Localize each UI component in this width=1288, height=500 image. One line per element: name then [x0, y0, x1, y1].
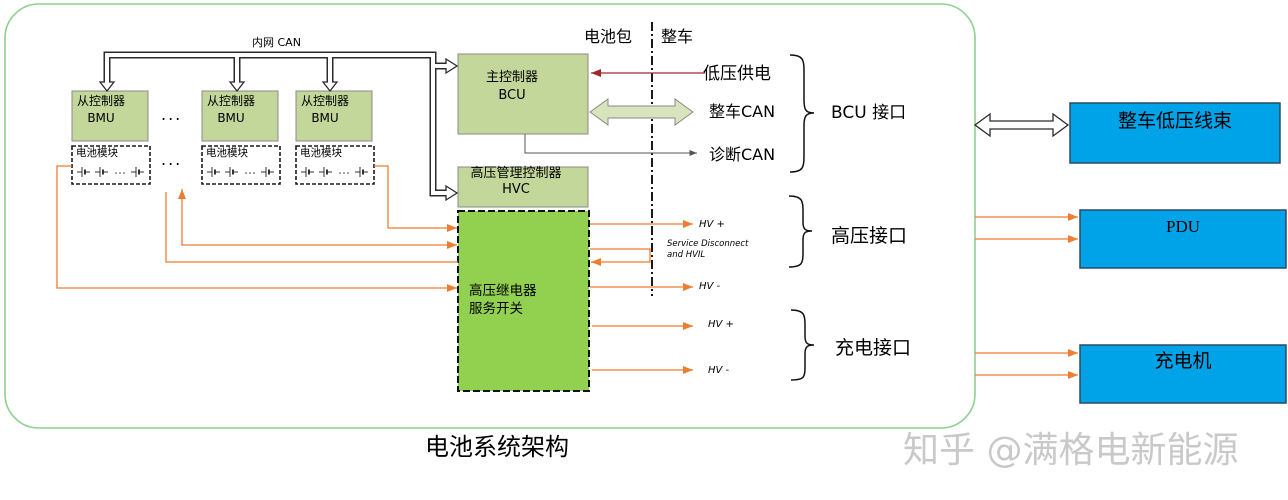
can-arrow-hvc: [445, 184, 459, 202]
hv-line-return: [178, 189, 457, 249]
charging-interface-label: 充电接口: [835, 337, 912, 359]
hv-line-chain: [165, 192, 458, 263]
hv-plus-label: HV +: [699, 219, 725, 230]
hv-line-module-1: [56, 165, 457, 292]
battery-module-2-label: 电池模块: [206, 147, 248, 159]
battery-module-1-label: 电池模块: [76, 147, 118, 159]
bcu-interface-brace: [789, 54, 815, 173]
diagnostic-can-label: 诊断CAN: [709, 145, 776, 164]
slave-controller-box-1: [71, 90, 149, 142]
hv-line-module-3: [374, 165, 457, 232]
relay-unit-line-1: 高压继电器: [469, 283, 537, 299]
slave-controller-3-code: BMU: [311, 111, 339, 125]
hv-controller-name: 高压管理控制器: [470, 166, 562, 181]
slave-controller-1-name: 从控制器: [76, 94, 125, 108]
slave-controller-ellipsis: ...: [161, 105, 183, 124]
charger-box: [1079, 344, 1287, 404]
can-arrow-bmu-1: [98, 81, 116, 93]
battery-module-box-2: [201, 145, 281, 185]
vehicle-harness-box: [1069, 102, 1281, 164]
charger-label: 充电机: [1154, 350, 1212, 372]
low-voltage-supply-label: 低压供电: [703, 64, 771, 84]
vehicle-zone-label: 整车: [661, 27, 694, 46]
slave-controller-2-name: 从控制器: [206, 94, 255, 108]
hv-interface-label: 高压接口: [831, 225, 908, 247]
master-controller-box: [457, 53, 589, 135]
hv-controller-box: [457, 166, 589, 208]
slave-controller-3-name: 从控制器: [300, 94, 349, 108]
hv-interface-brace: [788, 195, 813, 268]
vehicle-can-label: 整车CAN: [709, 102, 776, 121]
battery-module-box-1: [71, 145, 151, 185]
battery-module-ellipsis: ...: [161, 150, 183, 169]
pdu-box: [1079, 209, 1287, 269]
charge-hv-plus-label: HV +: [708, 319, 734, 330]
relay-unit-box: [457, 210, 590, 392]
hv-minus-label: HV -: [699, 281, 721, 292]
bcu-interface-label: BCU 接口: [831, 103, 907, 123]
battery-pack-zone-label: 电池包: [584, 27, 633, 46]
charging-interface-brace: [790, 309, 815, 381]
pdu-label: PDU: [1165, 217, 1200, 236]
service-disconnect-loop: [590, 248, 651, 266]
harness-double-arrow: [973, 112, 1070, 138]
diagram-title: 电池系统架构: [425, 433, 569, 461]
can-arrow-bcu: [445, 57, 459, 75]
service-disconnect-label: Service Disconnect: [667, 239, 749, 249]
master-controller-name: 主控制器: [485, 70, 538, 85]
master-controller-code: BCU: [498, 88, 526, 103]
vehicle-harness-label: 整车低压线束: [1117, 110, 1232, 132]
battery-module-3-label: 电池模块: [300, 147, 342, 159]
can-arrow-bmu-3: [321, 81, 339, 93]
diagnostic-can-line: [524, 134, 697, 156]
hv-controller-code: HVC: [502, 182, 530, 197]
internal-can-arrowheads: [98, 57, 459, 202]
slave-controller-1-code: BMU: [87, 111, 115, 125]
charge-hv-minus-label: HV -: [708, 365, 730, 376]
battery-module-box-3: [295, 145, 375, 185]
slave-controller-2-code: BMU: [217, 111, 245, 125]
internal-can-label: 内网 CAN: [252, 36, 301, 49]
relay-unit-line-2: 服务开关: [469, 301, 523, 317]
service-disconnect-label-2: and HVIL: [667, 250, 706, 260]
slave-controller-box-2: [201, 90, 279, 142]
slave-controller-box-3: [295, 90, 373, 142]
battery-pack-frame: [4, 3, 976, 429]
vehicle-can-double-arrow: [589, 98, 694, 126]
can-arrow-bmu-2: [228, 81, 246, 93]
watermark: 知乎 @满格电新能源: [903, 430, 1239, 471]
